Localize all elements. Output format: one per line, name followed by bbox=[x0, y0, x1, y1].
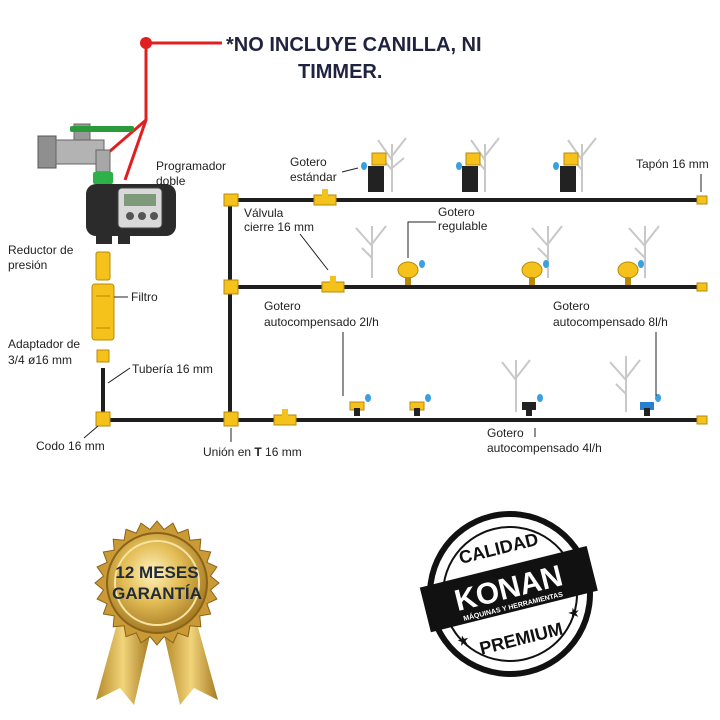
water-drop-icon bbox=[361, 162, 559, 170]
label-autocomp2-2: autocompensado 2l/h bbox=[264, 315, 379, 329]
pipe-network bbox=[101, 198, 698, 422]
filter bbox=[91, 283, 115, 341]
label-reductor-1: Reductor de bbox=[8, 243, 74, 257]
compensated-dripper bbox=[349, 401, 654, 416]
label-gotero-estandar-2: estándar bbox=[290, 170, 337, 184]
water-drop-icon bbox=[365, 394, 661, 402]
adjustable-dripper bbox=[397, 261, 639, 285]
badge-line-2: GARANTÍA bbox=[112, 584, 202, 603]
adapter bbox=[96, 349, 110, 363]
label-adaptador-2: 3/4 ø16 mm bbox=[8, 353, 72, 367]
label-valvula-1: Válvula bbox=[244, 206, 284, 220]
warranty-seal: 12 MESES GARANTÍA bbox=[94, 520, 220, 705]
quality-stamp: CALIDAD KONAN MÁQUINAS Y HERRAMIENTAS PR… bbox=[419, 511, 598, 677]
label-adaptador-1: Adaptador de bbox=[8, 337, 80, 351]
elbow-fitting bbox=[95, 411, 111, 427]
label-autocomp8-2: autocompensado 8l/h bbox=[553, 315, 668, 329]
label-autocomp4-2: autocompensado 4l/h bbox=[487, 441, 602, 455]
notice-line-1: *NO INCLUYE CANILLA, NI bbox=[226, 34, 482, 56]
notice-line-2: TIMMER. bbox=[298, 61, 382, 83]
standard-dripper bbox=[368, 152, 579, 192]
timer-icon bbox=[86, 172, 176, 244]
pressure-reducer bbox=[95, 251, 111, 281]
label-tuberia: Tubería 16 mm bbox=[132, 362, 213, 376]
label-reductor-2: presión bbox=[8, 258, 47, 272]
label-autocomp4-1: Gotero bbox=[487, 426, 524, 440]
label-gotero-regulable-1: Gotero bbox=[438, 205, 475, 219]
label-union: Unión en T 16 mm bbox=[203, 445, 302, 459]
end-cap bbox=[696, 195, 708, 425]
label-codo: Codo 16 mm bbox=[36, 439, 105, 453]
label-filtro: Filtro bbox=[131, 290, 158, 304]
label-gotero-estandar-1: Gotero bbox=[290, 155, 327, 169]
badge-line-1: 12 MESES bbox=[115, 563, 198, 582]
shutoff-valve bbox=[273, 189, 345, 426]
star-icon: ★ bbox=[567, 605, 581, 621]
star-icon: ★ bbox=[456, 633, 470, 649]
label-autocomp8-1: Gotero bbox=[553, 299, 590, 313]
label-programador-1: Programador bbox=[156, 159, 226, 173]
label-valvula-2: cierre 16 mm bbox=[244, 220, 314, 234]
tee-fitting bbox=[223, 193, 239, 427]
label-autocomp2-1: Gotero bbox=[264, 299, 301, 313]
water-drop-icon bbox=[419, 260, 644, 268]
faucet-icon bbox=[37, 123, 134, 173]
label-programador-2: doble bbox=[156, 174, 186, 188]
label-tapon: Tapón 16 mm bbox=[636, 157, 709, 171]
label-gotero-regulable-2: regulable bbox=[438, 219, 488, 233]
stamp-bottom: PREMIUM bbox=[477, 619, 564, 659]
pointer-line bbox=[101, 37, 222, 181]
plant-icon bbox=[355, 137, 660, 412]
